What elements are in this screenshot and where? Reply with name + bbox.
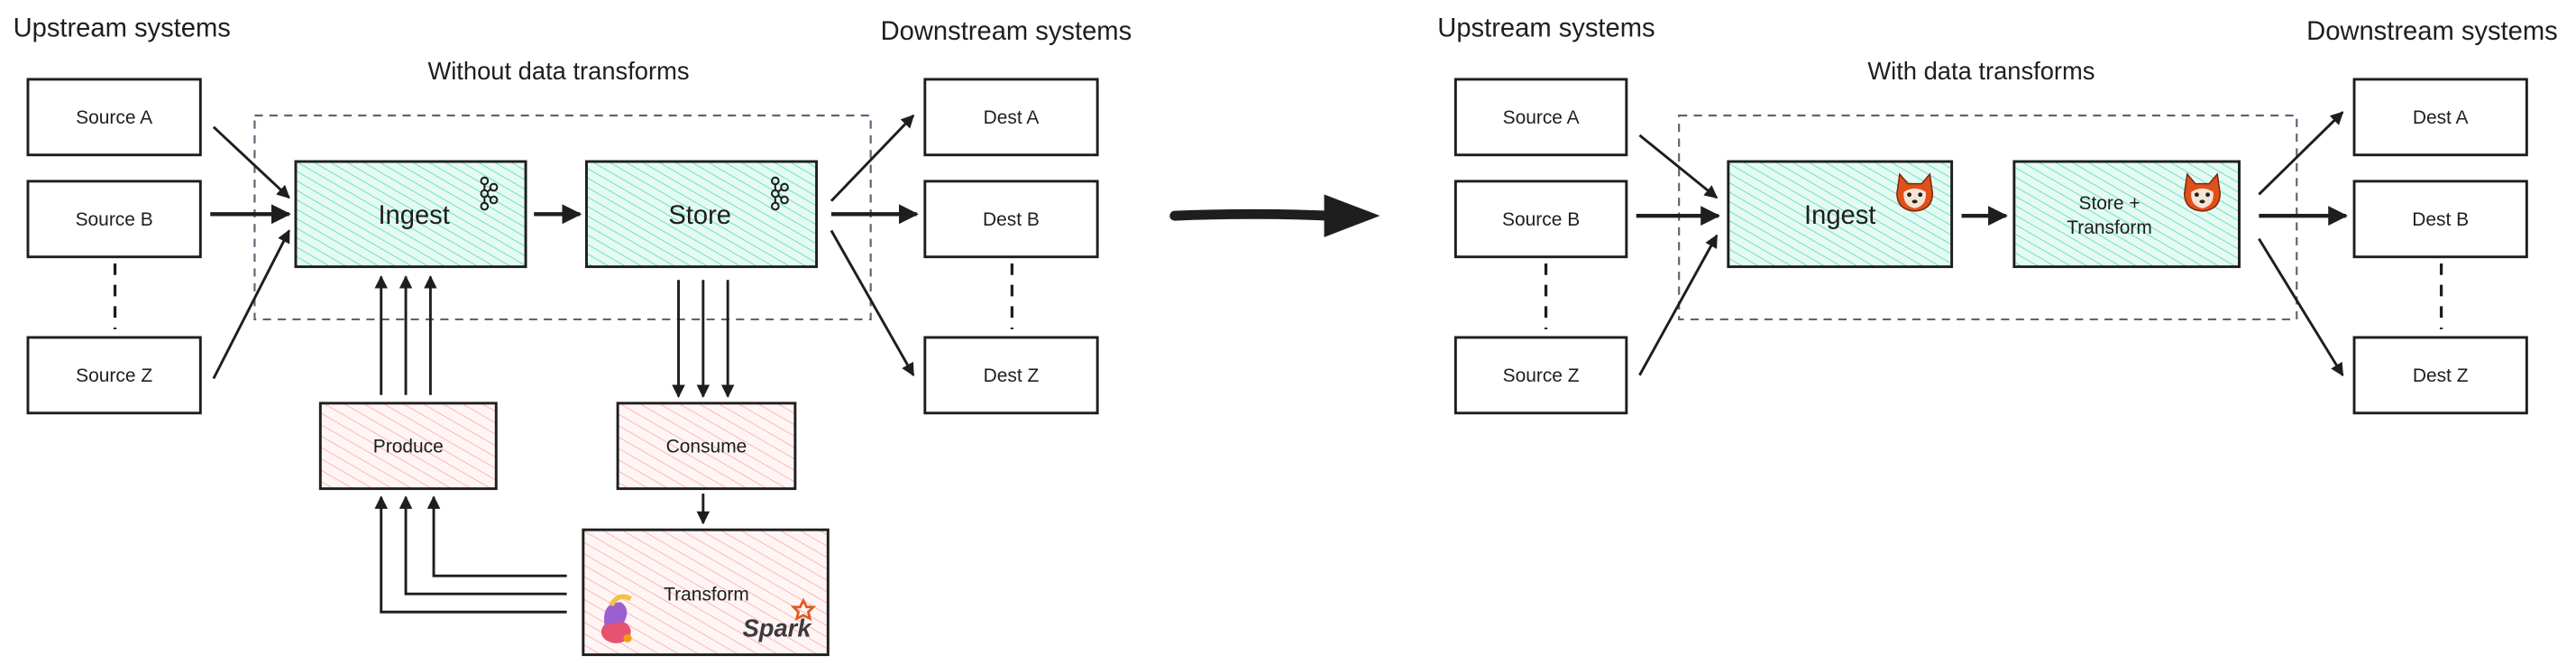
consume-box: Consume bbox=[616, 402, 797, 491]
ingest-label: Ingest bbox=[1804, 201, 1875, 230]
source-z-box: Source Z bbox=[1453, 336, 1628, 415]
dest-z-label: Dest Z bbox=[984, 365, 1040, 386]
store-transform-label-line1: Store + bbox=[2078, 193, 2140, 214]
produce-box: Produce bbox=[318, 402, 498, 491]
transform-label: Transform bbox=[664, 584, 749, 605]
source-b-box: Source B bbox=[1453, 180, 1628, 259]
spark-logo: Spark bbox=[743, 597, 817, 642]
flink-squirrel-icon bbox=[600, 594, 632, 643]
source-a-label: Source A bbox=[1503, 107, 1580, 128]
source-a-box: Source A bbox=[1453, 78, 1628, 157]
ingest-box: Ingest bbox=[1727, 160, 1954, 269]
store-transform-box: Store + Transform bbox=[2012, 160, 2241, 269]
left-panel: Upstream systems Downstream systems With… bbox=[14, 14, 1132, 657]
right-panel: Upstream systems Downstream systems With… bbox=[1437, 14, 2558, 415]
ingest-label: Ingest bbox=[378, 201, 449, 230]
source-a-box: Source A bbox=[26, 78, 202, 157]
source-b-label: Source B bbox=[76, 209, 153, 230]
source-b-box: Source B bbox=[26, 180, 202, 259]
store-transform-label-line2: Transform bbox=[2067, 217, 2152, 238]
dest-a-label: Dest A bbox=[2413, 107, 2469, 128]
dest-z-box: Dest Z bbox=[923, 336, 1099, 415]
source-z-label: Source Z bbox=[76, 365, 152, 386]
downstream-title: Downstream systems bbox=[881, 17, 1132, 46]
upstream-title: Upstream systems bbox=[1437, 14, 1655, 43]
dest-b-label: Dest B bbox=[2412, 209, 2469, 230]
dest-z-box: Dest Z bbox=[2352, 336, 2528, 415]
pipeline-container bbox=[253, 114, 872, 321]
dest-b-label: Dest B bbox=[983, 209, 1040, 230]
ingest-box: Ingest bbox=[294, 160, 527, 269]
dest-a-label: Dest A bbox=[984, 107, 1040, 128]
upstream-title: Upstream systems bbox=[14, 14, 231, 43]
connector-arrows bbox=[1636, 111, 2349, 377]
dest-b-box: Dest B bbox=[923, 180, 1099, 259]
dest-z-label: Dest Z bbox=[2413, 365, 2469, 386]
dest-b-box: Dest B bbox=[2352, 180, 2528, 259]
downstream-title: Downstream systems bbox=[2306, 17, 2558, 46]
source-z-label: Source Z bbox=[1503, 365, 1580, 386]
dest-a-box: Dest A bbox=[923, 78, 1099, 157]
source-z-box: Source Z bbox=[26, 336, 202, 415]
panel-title: Without data transforms bbox=[427, 57, 689, 85]
store-label: Store bbox=[668, 201, 731, 230]
transition-arrow bbox=[1169, 194, 1380, 237]
produce-label: Produce bbox=[373, 437, 444, 457]
source-a-label: Source A bbox=[76, 107, 152, 128]
consume-label: Consume bbox=[666, 437, 747, 457]
svg-text:Spark: Spark bbox=[743, 614, 813, 642]
source-b-label: Source B bbox=[1502, 209, 1580, 230]
panel-title: With data transforms bbox=[1867, 57, 2095, 85]
connector-arrows bbox=[210, 114, 919, 614]
transform-box: Transform Spark bbox=[582, 528, 830, 657]
store-box: Store bbox=[585, 160, 819, 269]
dest-a-box: Dest A bbox=[2352, 78, 2528, 157]
